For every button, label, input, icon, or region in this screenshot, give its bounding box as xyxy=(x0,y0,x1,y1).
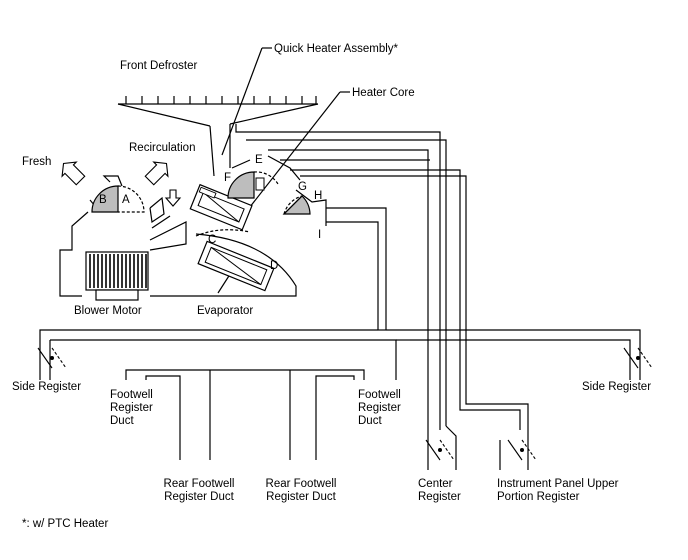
label-footwell-register-duct-right: Footwell Register Duct xyxy=(358,389,401,427)
label-evaporator: Evaporator xyxy=(197,305,254,317)
leader-lines xyxy=(217,47,350,294)
damper-e-f xyxy=(227,171,279,199)
duct-network xyxy=(39,124,641,470)
label-fresh: Fresh xyxy=(22,156,52,168)
label-blower-motor: Blower Motor xyxy=(74,305,142,317)
center-register-damper xyxy=(425,439,455,461)
damper-letter-i: I xyxy=(318,229,321,241)
damper-letters: B A C D E F G H I xyxy=(99,154,322,272)
damper-g-h xyxy=(282,195,311,215)
damper-c xyxy=(195,229,251,237)
damper-letter-c: C xyxy=(208,234,216,246)
label-rear-footwell-register-duct-1: Rear Footwell Register Duct xyxy=(163,478,235,503)
damper-letter-d: D xyxy=(270,260,278,272)
label-footwell-register-duct-left: Footwell Register Duct xyxy=(110,389,153,427)
register-dampers xyxy=(37,347,653,461)
damper-letter-b: B xyxy=(99,194,107,206)
label-front-defroster: Front Defroster xyxy=(120,60,198,72)
ip-upper-register-damper xyxy=(507,439,537,461)
footnote-ptc-heater: *: w/ PTC Heater xyxy=(22,518,109,530)
heater-core xyxy=(189,183,253,231)
label-quick-heater-assembly: Quick Heater Assembly* xyxy=(274,43,398,55)
damper-letter-a: A xyxy=(122,194,130,206)
label-rear-footwell-register-duct-2: Rear Footwell Register Duct xyxy=(265,478,337,503)
label-side-register-right: Side Register xyxy=(582,381,652,393)
label-side-register-left: Side Register xyxy=(12,381,82,393)
label-heater-core: Heater Core xyxy=(352,87,415,99)
blower-motor xyxy=(85,251,149,301)
front-defroster-outlet xyxy=(117,96,319,177)
damper-letter-g: G xyxy=(298,181,307,193)
fresh-air-arrows xyxy=(61,161,182,207)
damper-letter-h: H xyxy=(314,190,322,202)
label-center-register: Center Register xyxy=(418,478,461,503)
recirculation-flap xyxy=(149,196,165,224)
damper-letter-f: F xyxy=(224,172,231,184)
damper-letter-e: E xyxy=(255,154,263,166)
damper-a-b xyxy=(91,185,145,213)
label-recirculation: Recirculation xyxy=(129,142,196,154)
side-register-right-damper xyxy=(623,347,653,369)
side-register-left-damper xyxy=(37,347,67,369)
label-ip-upper-portion-register: Instrument Panel Upper Portion Register xyxy=(497,478,619,503)
evaporator xyxy=(197,240,275,292)
